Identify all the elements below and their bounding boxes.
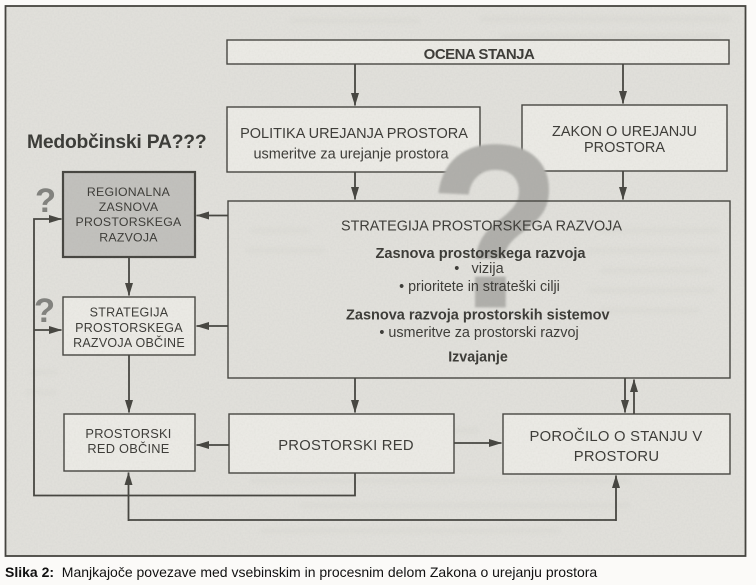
svg-text:Slika 2: Manjkajoče povezave: Slika 2: Manjkajoče povezave med vsebins… xyxy=(5,564,597,580)
